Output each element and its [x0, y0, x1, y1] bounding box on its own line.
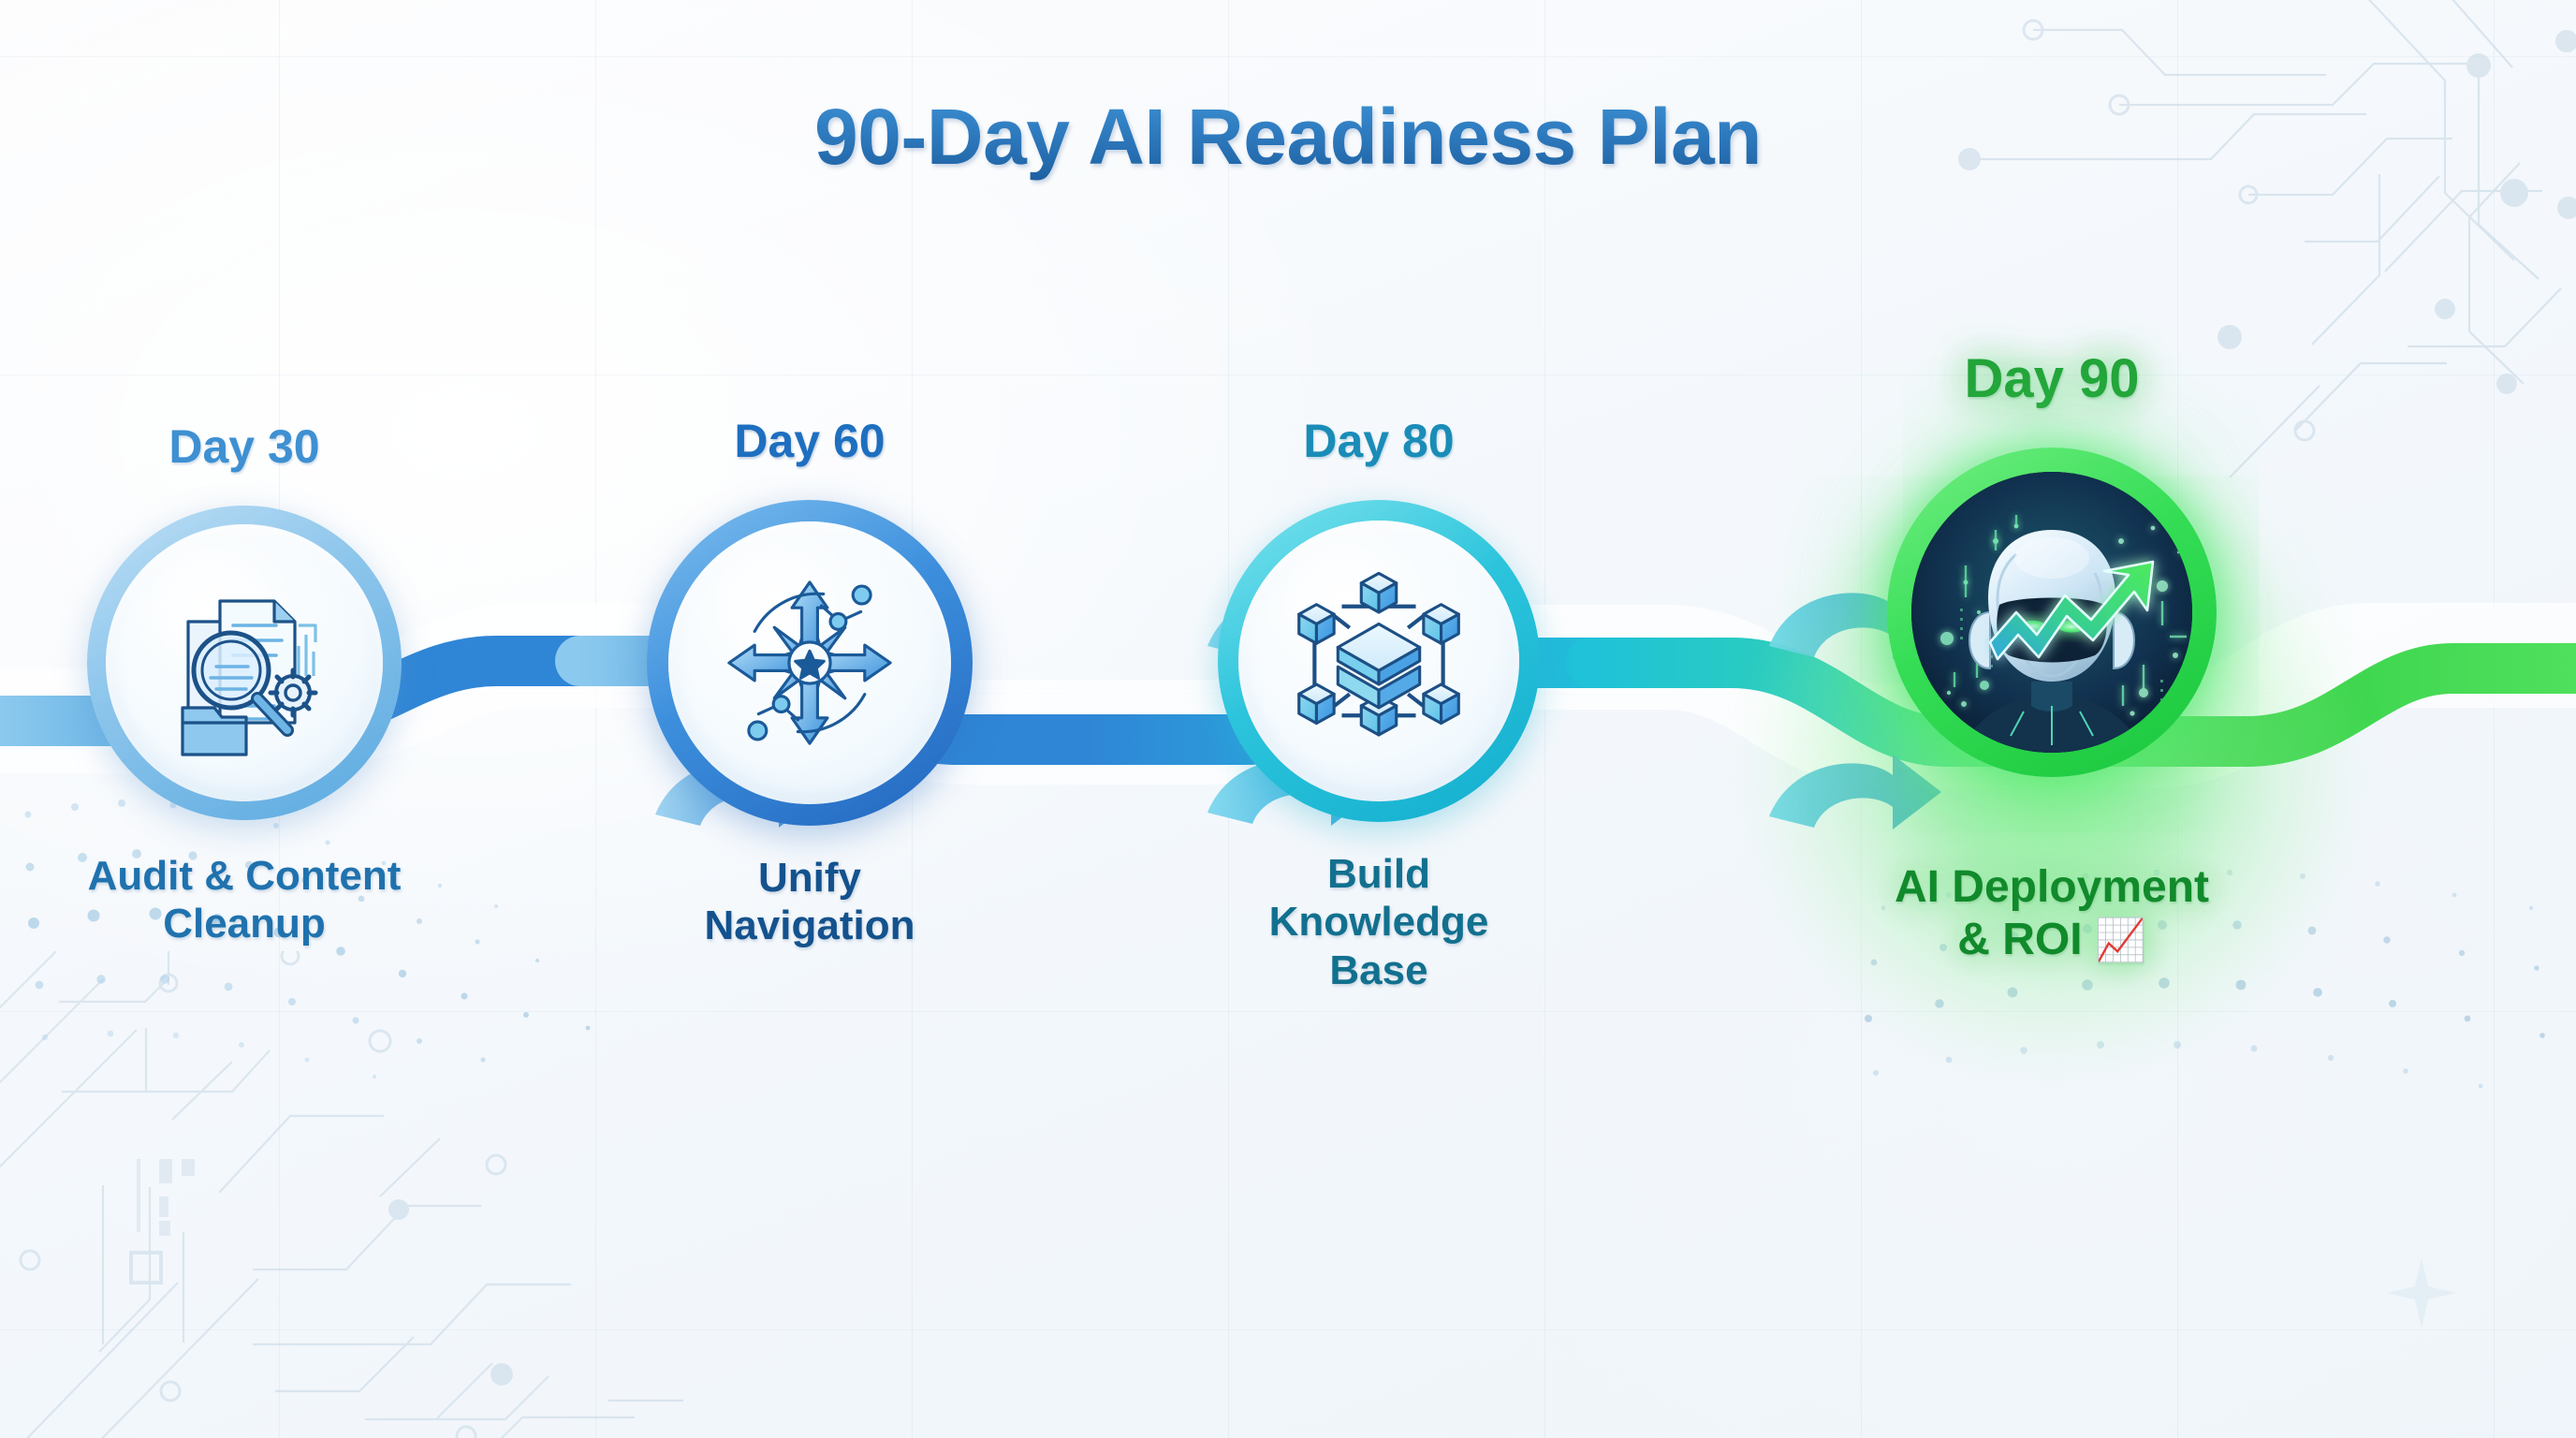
- stage-caption-30: Audit & Content Cleanup: [87, 853, 402, 947]
- compass-navigation-icon: [727, 580, 892, 745]
- circuit-trace-bottom-left-icon: [0, 951, 683, 1438]
- day-label-80: Day 80: [1303, 415, 1455, 467]
- node-ring-60[interactable]: [647, 500, 973, 826]
- chart-increasing-icon: 📈: [2094, 917, 2146, 964]
- cube-network-icon: [1297, 571, 1460, 737]
- stage-caption-80: Build Knowledge Base: [1268, 851, 1489, 993]
- stage-caption-60: Unify Navigation: [704, 855, 915, 949]
- node-ring-30[interactable]: [87, 506, 402, 820]
- node-inner-90: [1911, 472, 2192, 753]
- stage-day-30[interactable]: Day 30: [71, 423, 417, 948]
- node-inner-60: [668, 521, 951, 804]
- sparkle-icon: [2387, 1258, 2456, 1328]
- day-label-60: Day 60: [734, 415, 886, 467]
- stage-day-60[interactable]: Day 60: [637, 418, 983, 950]
- day-label-90: Day 90: [1964, 348, 2140, 409]
- node-inner-30: [106, 524, 383, 801]
- day-label-30: Day 30: [168, 420, 320, 473]
- stage-caption-90-text: AI Deployment & ROI: [1894, 862, 2210, 965]
- stage-caption-90: AI Deployment & ROI 📈: [1799, 809, 2305, 966]
- circuit-trace-top-right-icon: [1958, 0, 2576, 477]
- node-ring-90[interactable]: [1887, 448, 2217, 777]
- stage-day-90[interactable]: Day 90: [1752, 348, 2351, 1067]
- ai-robot-growth-icon: [1911, 472, 2192, 753]
- dotted-wave-left: [24, 800, 591, 1079]
- document-audit-icon: [181, 599, 318, 756]
- page-title: 90-Day AI Readiness Plan: [0, 92, 2576, 183]
- node-ring-80[interactable]: [1218, 500, 1540, 822]
- node-inner-80: [1238, 521, 1519, 801]
- stage-day-80[interactable]: Day 80: [1206, 418, 1552, 994]
